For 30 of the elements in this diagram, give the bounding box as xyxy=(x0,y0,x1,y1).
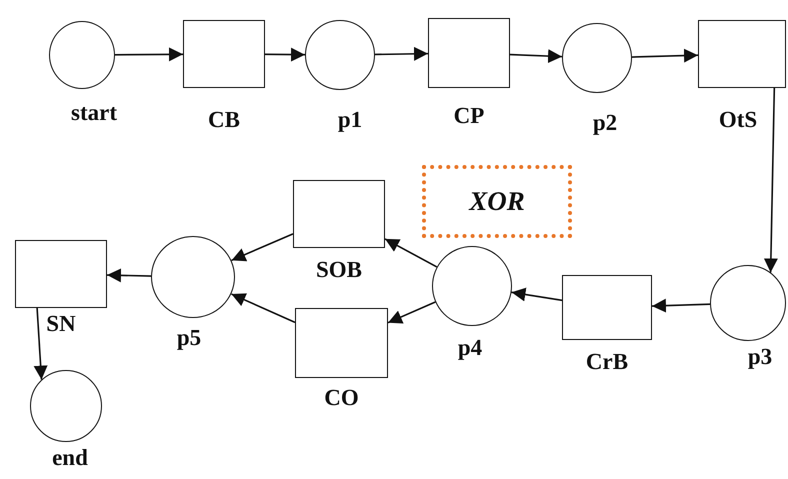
arrow xyxy=(265,48,305,62)
node-label: SN xyxy=(46,311,76,337)
node-label: p4 xyxy=(458,335,482,361)
node-label: p1 xyxy=(338,107,362,133)
node-label: CO xyxy=(324,385,359,411)
node-label: p5 xyxy=(176,325,202,351)
arrow xyxy=(388,301,436,324)
arrow xyxy=(106,268,152,282)
node-label: start xyxy=(71,100,117,126)
arrow xyxy=(34,308,48,380)
node-label: CB xyxy=(208,107,240,133)
arrow xyxy=(231,293,296,324)
node-label: CrB xyxy=(586,349,628,375)
arrow xyxy=(632,48,698,63)
arrow xyxy=(115,47,183,62)
arrow xyxy=(374,46,428,61)
arrow xyxy=(510,49,562,64)
arrow xyxy=(764,88,778,272)
arrow xyxy=(652,298,710,313)
node-label: SOB xyxy=(316,257,362,283)
xor-group-box xyxy=(422,165,572,238)
node-label: OtS xyxy=(718,107,758,133)
node-label: end xyxy=(52,445,88,471)
arrow xyxy=(231,233,294,262)
arrow xyxy=(511,288,562,302)
arrow xyxy=(384,238,438,268)
node-label: p3 xyxy=(748,344,772,370)
node-label: CP xyxy=(454,103,484,129)
operator-label: XOR xyxy=(469,186,525,217)
node-label: p2 xyxy=(592,110,618,136)
